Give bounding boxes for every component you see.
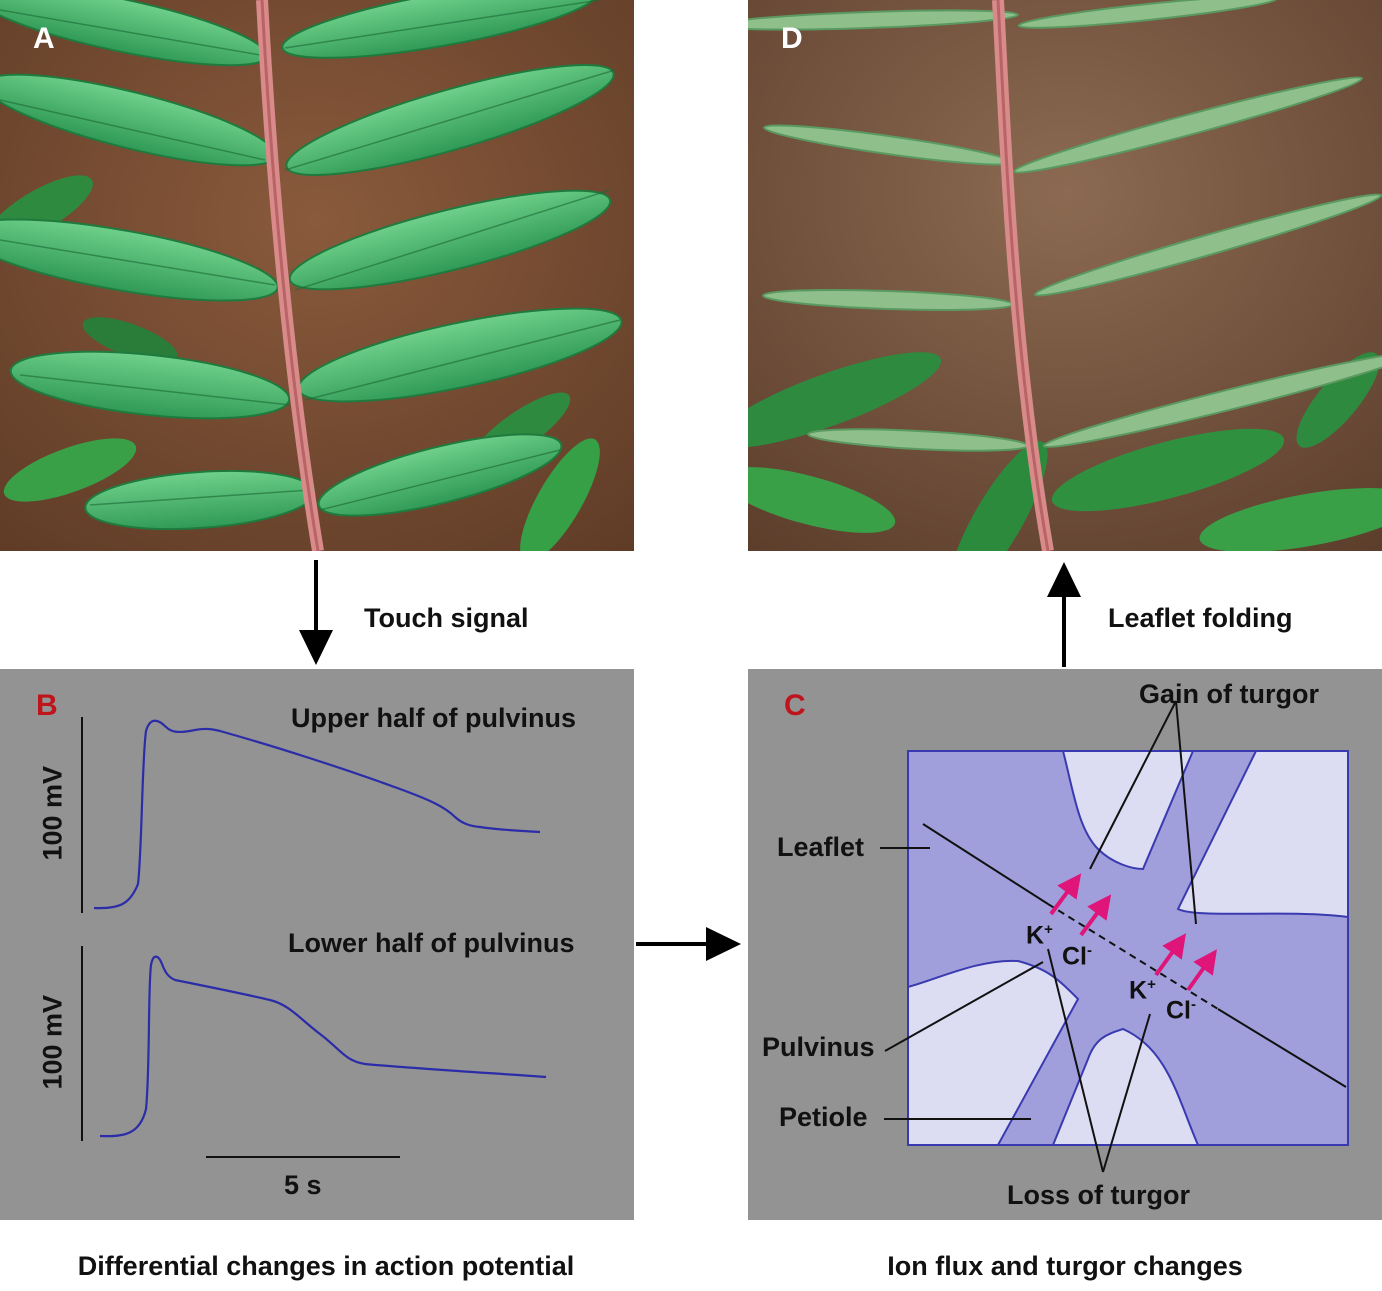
photo-panel-d	[748, 0, 1382, 551]
pulvinus-axis-dashed	[1047, 903, 1219, 1010]
pulvinus-label-line	[884, 961, 1044, 1052]
upper-pulvinus-label: Upper half of pulvinus	[291, 703, 577, 733]
cl-efflux-arrow-right	[1186, 949, 1217, 992]
caption-left: Differential changes in action potential	[77, 1251, 575, 1281]
chloride-ion-label-right: Cl-	[1166, 996, 1196, 1025]
k-efflux-arrow-left	[1049, 873, 1082, 916]
gain-pointer-left	[1089, 700, 1177, 870]
panel-letter-d: D	[781, 22, 803, 55]
pulvinus-label: Pulvinus	[762, 1032, 875, 1062]
pulvinus-ion-flux-diagram	[880, 700, 1349, 1173]
chloride-ion-label-left: Cl-	[1062, 942, 1092, 971]
axis-extension-line	[1217, 1008, 1347, 1088]
leaflet-folding-arrowhead	[1047, 562, 1081, 597]
loss-pointer-left	[1047, 948, 1104, 1173]
lower-pulvinus-trace	[99, 955, 547, 1138]
mimosa-open-leaflets-image	[0, 0, 634, 551]
upper-pulvinus-trace	[93, 719, 541, 910]
leaflet-label: Leaflet	[777, 832, 865, 862]
panel-letter-a: A	[33, 22, 55, 55]
b-to-c-arrowhead	[706, 927, 741, 961]
potassium-ion-label-right: K+	[1129, 976, 1156, 1005]
action-potential-traces	[81, 717, 547, 1158]
panel-c: C Gain of turgor Leaflet Pulvinus Petiol…	[748, 669, 1382, 1220]
leaflet-pointer-line	[922, 823, 1049, 905]
loss-of-turgor-label: Loss of turgor	[1007, 1180, 1190, 1210]
loss-pointer-right	[1102, 1013, 1151, 1173]
potassium-ion-label-left: K+	[1026, 921, 1053, 950]
time-scale-label: 5 s	[284, 1170, 322, 1200]
touch-signal-arrowhead	[299, 630, 333, 665]
cl-efflux-arrow-left	[1079, 894, 1112, 937]
photo-panel-a	[0, 0, 634, 551]
upper-voltage-scale-label: 100 mV	[37, 765, 68, 861]
caption-right: Ion flux and turgor changes	[887, 1251, 1243, 1281]
panel-b: B Upper half of pulvinus Lower half of p…	[0, 669, 634, 1220]
gain-pointer-right	[1175, 700, 1197, 925]
mimosa-folded-leaflets-image	[748, 0, 1382, 551]
k-efflux-arrow-right	[1154, 933, 1187, 977]
petiole-label: Petiole	[779, 1102, 868, 1132]
panel-letter-c: C	[784, 689, 806, 722]
lower-voltage-scale-label: 100 mV	[37, 994, 68, 1090]
gain-of-turgor-label: Gain of turgor	[1139, 679, 1319, 709]
lower-pulvinus-label: Lower half of pulvinus	[288, 928, 575, 958]
panel-letter-b: B	[36, 689, 58, 722]
pulvinus-tissue	[908, 751, 1348, 1145]
touch-signal-label: Touch signal	[364, 603, 529, 633]
leaflet-folding-label: Leaflet folding	[1108, 603, 1293, 633]
